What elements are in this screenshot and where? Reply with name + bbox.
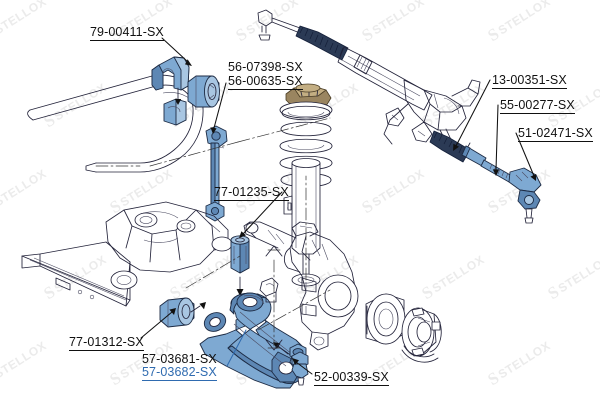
part-label-stabilizer-link-upper: 56-07398-SX: [228, 60, 303, 74]
assembly-arrow-bushing-front: [190, 302, 206, 313]
control-arm-bushing-rear: [230, 235, 250, 274]
assembly-arrow-bushing-rear: [236, 276, 244, 296]
retaining-clip: [259, 277, 279, 303]
steering-rack-boot-right: [429, 130, 471, 163]
part-label-inner-tie-rod: 55-00277-SX: [500, 98, 575, 114]
part-label-outer-tie-rod-end: 51-02471-SX: [518, 126, 593, 142]
part-label-control-arm-bushing-rear: 77-01235-SX: [214, 185, 289, 201]
wheel-bearing: [365, 293, 406, 345]
part-label-control-arm-right: 57-03681-SX: [142, 352, 217, 366]
part-label-control-arm-bushing-front: 77-01312-SX: [69, 335, 144, 351]
stabilizer-bar-bushing-mounted: [163, 98, 187, 126]
stabilizer-link: [205, 125, 228, 222]
stabilizer-bar-bushing: [187, 75, 220, 108]
assembly-arrow-stabilizer: [174, 87, 182, 105]
part-label-steering-rack-boot: 13-00351-SX: [492, 73, 567, 89]
part-label-stabilizer-link: 56-00635-SX: [228, 74, 303, 90]
coil-spring: [279, 105, 333, 188]
leader-lines: [140, 37, 537, 375]
subframe: [21, 201, 233, 307]
part-label-control-arm-left-selected[interactable]: 57-03682-SX: [142, 365, 217, 381]
part-label-lower-ball-joint: 52-00339-SX: [314, 370, 389, 386]
steering-knuckle: [243, 221, 359, 351]
part-label-stabilizer-bar-bracket: 79-00411-SX: [90, 25, 164, 41]
control-arm-bushing-front: [159, 297, 195, 328]
center-lines: [95, 117, 331, 351]
wheel-hub: [401, 307, 442, 363]
